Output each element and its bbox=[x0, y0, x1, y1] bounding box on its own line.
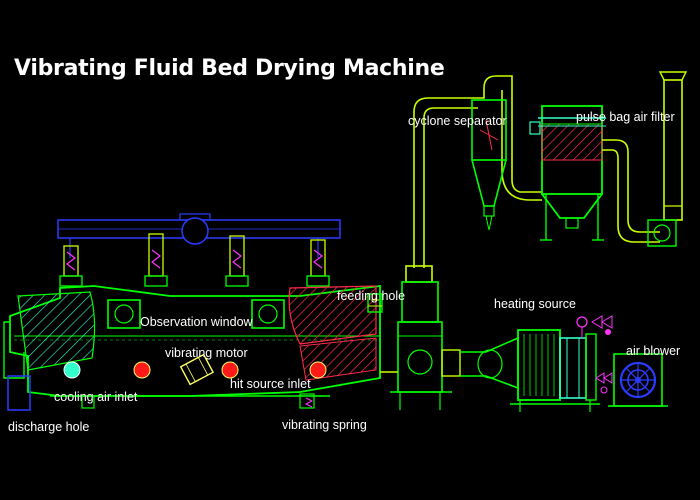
label-discharge-hole: discharge hole bbox=[8, 420, 90, 434]
diagram-title: Vibrating Fluid Bed Drying Machine bbox=[14, 56, 445, 81]
label-pulse-bag-air-filter: pulse bag air filter bbox=[576, 110, 675, 124]
label-observation-window: Observation window bbox=[140, 315, 253, 329]
intermediate-tower bbox=[380, 281, 461, 410]
label-feeding-hole: feeding hole bbox=[337, 289, 406, 303]
air-blower bbox=[608, 353, 668, 407]
vibrating-spring bbox=[304, 397, 314, 408]
hot-air-inlet-ports bbox=[133, 361, 327, 379]
pulse-bag-air-filter bbox=[529, 71, 688, 247]
vibrating-motor bbox=[179, 353, 215, 386]
suspension-hangers bbox=[59, 233, 330, 287]
label-hit-source-inlet: hit source inlet bbox=[230, 377, 311, 391]
label-cooling-air-inlet: cooling air inlet bbox=[54, 390, 138, 404]
cooling-air-inlet-port bbox=[63, 361, 81, 379]
label-air-blower: air blower bbox=[626, 344, 681, 358]
cyclone-separator bbox=[405, 75, 542, 283]
top-beam bbox=[57, 213, 341, 258]
label-vibrating-motor: vibrating motor bbox=[165, 346, 248, 360]
heating-source bbox=[460, 315, 613, 412]
label-heating-source: heating source bbox=[494, 297, 577, 311]
label-cyclone-separator: cyclone separator bbox=[408, 114, 507, 128]
label-vibrating-spring: vibrating spring bbox=[282, 418, 367, 432]
